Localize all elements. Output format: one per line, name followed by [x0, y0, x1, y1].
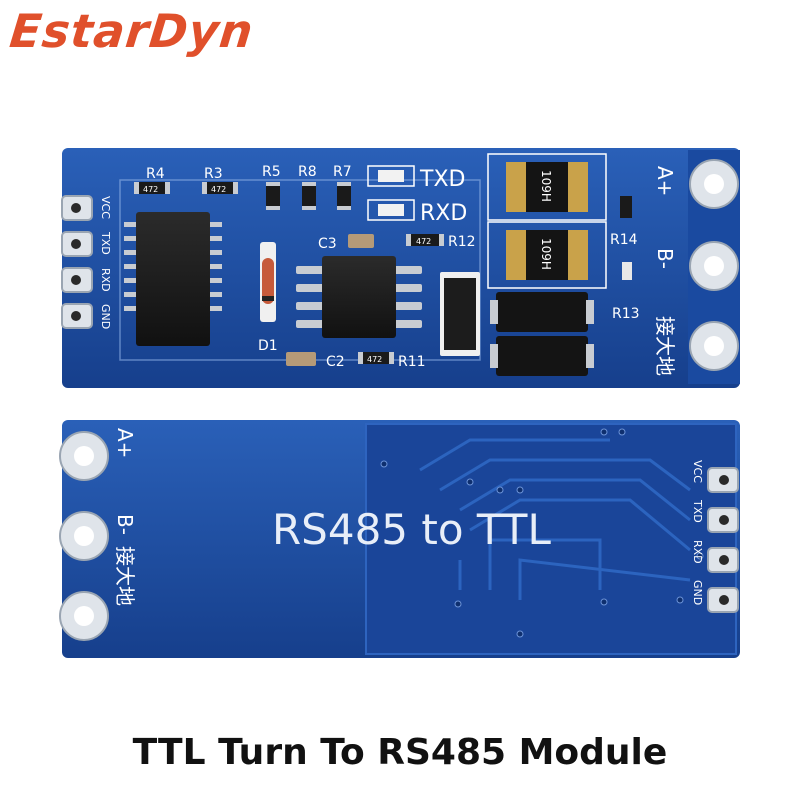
resistor-r12: 472: [406, 234, 444, 246]
bottom-board: A+ B- 接大地 RS485 to TTL VCC TXD RXD GND: [59, 420, 740, 658]
label-r11: R11: [398, 354, 426, 370]
bottom-pin-label-txd: TXD: [691, 499, 704, 523]
label-r3: R3: [204, 166, 223, 182]
pin-label-gnd: GND: [99, 304, 112, 329]
resistor-r13-part: [622, 262, 632, 280]
label-d1: D1: [258, 338, 278, 354]
bottom-pin-labels: VCC TXD RXD GND: [691, 460, 704, 605]
sop14-chip: [124, 212, 222, 346]
sop8-chip: [296, 256, 422, 338]
small-resistors: [266, 182, 351, 210]
label-r8: R8: [298, 164, 317, 180]
top-board: VCC TXD RXD GND R4 R3: [61, 148, 740, 388]
resistor-r4: 472: [134, 182, 170, 194]
terminal-label-b-minus: B-: [653, 248, 677, 269]
bottom-pin-label-vcc: VCC: [691, 460, 704, 483]
bottom-board-title: RS485 to TTL: [272, 505, 551, 554]
led-label-txd: TXD: [419, 167, 465, 192]
diode-vertical: [440, 272, 480, 356]
label-r7: R7: [333, 164, 352, 180]
bottom-terminal-label-ground: 接大地: [113, 546, 137, 606]
bottom-header-pins: [707, 467, 739, 613]
led-label-rxd: RXD: [420, 201, 467, 226]
label-c3: C3: [318, 236, 337, 252]
pin-label-vcc: VCC: [99, 196, 112, 219]
label-r13: R13: [612, 306, 640, 322]
diode-d1: [260, 242, 276, 322]
capacitor-c3: [348, 234, 374, 248]
bottom-terminal-holes: [59, 431, 109, 641]
top-pin-labels: VCC TXD RXD GND: [99, 196, 112, 329]
top-header-pins: [61, 195, 93, 329]
label-r5: R5: [262, 164, 281, 180]
fuse-lower: 109H: [487, 221, 607, 289]
svg-text:472: 472: [211, 185, 226, 194]
bottom-terminal-label-a-plus: A+: [113, 428, 137, 458]
top-terminal-holes: [689, 159, 739, 371]
bottom-pin-label-rxd: RXD: [691, 540, 704, 564]
bottom-terminal-label-b-minus: B-: [113, 514, 137, 535]
svg-text:109H: 109H: [539, 170, 553, 202]
label-r14: R14: [610, 232, 638, 248]
label-c2: C2: [326, 354, 345, 370]
terminal-label-a-plus: A+: [653, 166, 677, 196]
tvs-diode-lower: [490, 336, 594, 376]
resistor-r3: 472: [202, 182, 238, 194]
label-r12: R12: [448, 234, 476, 250]
pin-label-txd: TXD: [99, 231, 112, 255]
led-txd: [367, 165, 415, 187]
svg-text:472: 472: [143, 185, 158, 194]
led-rxd: [367, 199, 415, 221]
resistor-r11: 472: [358, 352, 394, 364]
label-r4: R4: [146, 166, 165, 182]
bottom-pin-label-gnd: GND: [691, 580, 704, 605]
svg-text:472: 472: [367, 355, 382, 364]
product-caption: TTL Turn To RS485 Module: [132, 732, 668, 773]
pcb-traces: [419, 438, 691, 600]
svg-text:472: 472: [416, 237, 431, 246]
svg-text:109H: 109H: [539, 238, 553, 270]
tvs-diode-upper: [490, 292, 594, 332]
capacitor-c2: [286, 352, 316, 366]
resistor-r14-part: [620, 196, 632, 218]
fuse-upper: 109H: [487, 153, 607, 221]
pin-label-rxd: RXD: [99, 268, 112, 292]
vias: [380, 428, 704, 638]
terminal-label-ground: 接大地: [653, 316, 677, 376]
